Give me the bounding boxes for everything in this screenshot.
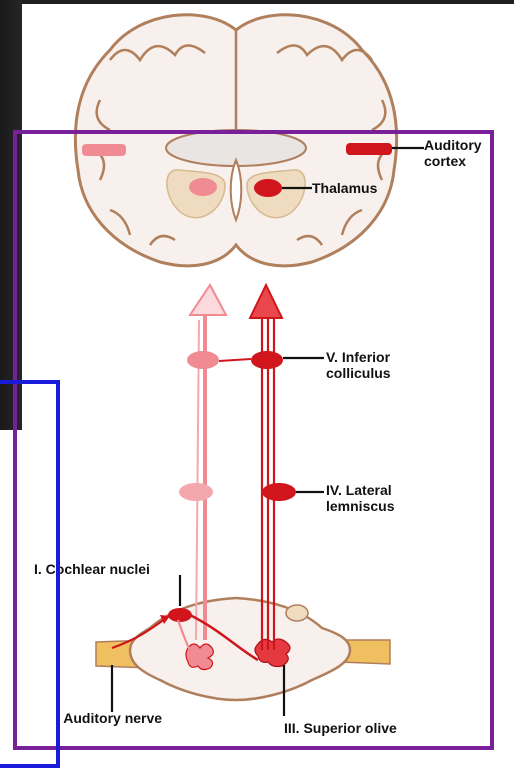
pathway-light-arrowhead (190, 285, 226, 315)
label-auditory-cortex-line2: cortex (424, 153, 482, 169)
label-auditory-nerve: . Auditory nerve (56, 710, 162, 726)
colliculus-connector (219, 359, 251, 361)
cochlear-nucleus (168, 608, 192, 622)
label-lateral-lemniscus: IV. Lateral lemniscus (326, 482, 394, 514)
third-ventricle (231, 160, 242, 220)
lateral-lemniscus-left (179, 483, 213, 501)
label-lateral-lemniscus-line1: IV. Lateral (326, 482, 394, 498)
brain-coronal-section (75, 15, 396, 266)
thalamus-left-nucleus (189, 178, 217, 196)
label-superior-olive: III. Superior olive (284, 720, 397, 736)
label-inferior-colliculus: V. Inferior colliculus (326, 349, 391, 381)
auditory-cortex-left (82, 144, 126, 156)
label-lateral-lemniscus-line2: lemniscus (326, 498, 394, 514)
pathway-dark-arrowhead (250, 285, 282, 318)
lateral-lemniscus-right (262, 483, 296, 501)
pathway-light (179, 285, 226, 640)
auditory-cortex-right (346, 143, 392, 155)
inferior-colliculus-right (251, 351, 283, 369)
label-inferior-colliculus-line2: colliculus (326, 365, 391, 381)
label-inferior-colliculus-line1: V. Inferior (326, 349, 391, 365)
label-cochlear-nuclei: I. Cochlear nuclei (34, 561, 150, 577)
inferior-colliculus-left (187, 351, 219, 369)
superior-olive-left (186, 644, 213, 670)
auditory-pathway-diagram (0, 0, 514, 746)
label-thalamus: Thalamus (312, 180, 377, 196)
thalamus-right-nucleus (254, 179, 282, 197)
label-auditory-cortex-line1: Auditory (424, 137, 482, 153)
brainstem-nucleus-right (286, 605, 308, 621)
label-auditory-cortex: Auditory cortex (424, 137, 482, 169)
